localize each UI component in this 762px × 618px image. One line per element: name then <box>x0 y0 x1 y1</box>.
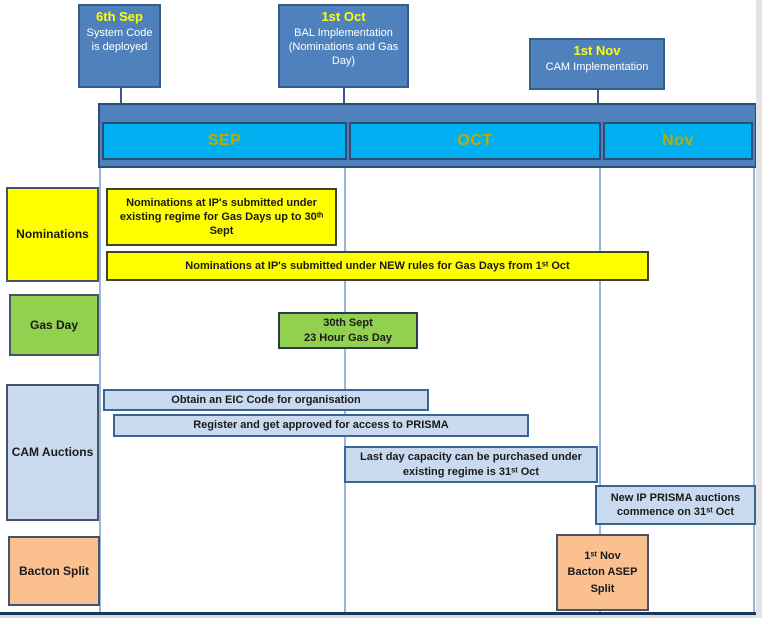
bar-nominations-existing-regime: Nominations at IP's submitted under exis… <box>106 188 337 246</box>
milestone-6th-sep: 6th Sep System Code is deployed <box>78 4 161 88</box>
row-label-cam-auctions: CAM Auctions <box>6 384 99 521</box>
bacton-date: 1ˢᵗ Nov <box>584 549 621 562</box>
row-label-nominations: Nominations <box>6 187 99 282</box>
gridline-nov <box>599 168 601 612</box>
milestone-label: BAL Implementation (Nominations and Gas … <box>288 26 399 68</box>
bar-bacton-asep-split: 1ˢᵗ Nov Bacton ASEP Split <box>556 534 649 611</box>
connector-1st-nov <box>597 90 599 104</box>
bar-obtain-eic-code: Obtain an EIC Code for organisation <box>103 389 429 411</box>
bacton-label-line2: Split <box>590 582 615 595</box>
bar-last-day-capacity: Last day capacity can be purchased under… <box>344 446 598 483</box>
bacton-label-line1: Bacton ASEP <box>567 566 638 579</box>
row-label-bacton-split: Bacton Split <box>8 536 100 606</box>
bar-23-hour-gas-day: 30th Sept 23 Hour Gas Day <box>278 312 418 349</box>
milestone-date: 6th Sep <box>96 9 143 24</box>
month-label: Nov <box>662 132 694 149</box>
milestone-label: CAM Implementation <box>545 60 649 73</box>
month-label: OCT <box>457 132 493 149</box>
bottom-border-line <box>0 612 757 615</box>
gridline-sep <box>99 168 101 612</box>
connector-1st-oct <box>343 88 345 104</box>
gridline-right <box>753 168 755 612</box>
right-edge <box>756 0 762 618</box>
month-cell-oct: OCT <box>349 122 601 160</box>
gas-day-date: 30th Sept <box>323 317 373 330</box>
bar-register-prisma: Register and get approved for access to … <box>113 414 529 437</box>
milestone-date: 1st Oct <box>321 9 366 24</box>
milestone-1st-oct: 1st Oct BAL Implementation (Nominations … <box>278 4 409 88</box>
bar-nominations-new-rules: Nominations at IP's submitted under NEW … <box>106 251 649 281</box>
row-label-gas-day: Gas Day <box>9 294 99 356</box>
milestone-date: 1st Nov <box>573 43 621 58</box>
milestone-label: System Code is deployed <box>86 26 153 53</box>
month-cell-sep: SEP <box>102 122 347 160</box>
gas-day-label: 23 Hour Gas Day <box>303 331 393 344</box>
connector-6th-sep <box>120 88 122 104</box>
milestone-1st-nov: 1st Nov CAM Implementation <box>529 38 665 90</box>
bottom-edge <box>0 615 762 618</box>
month-label: SEP <box>207 132 242 149</box>
month-cell-nov: Nov <box>603 122 753 160</box>
bar-new-ip-prisma-auctions: New IP PRISMA auctions commence on 31ˢᵗ … <box>595 485 756 525</box>
